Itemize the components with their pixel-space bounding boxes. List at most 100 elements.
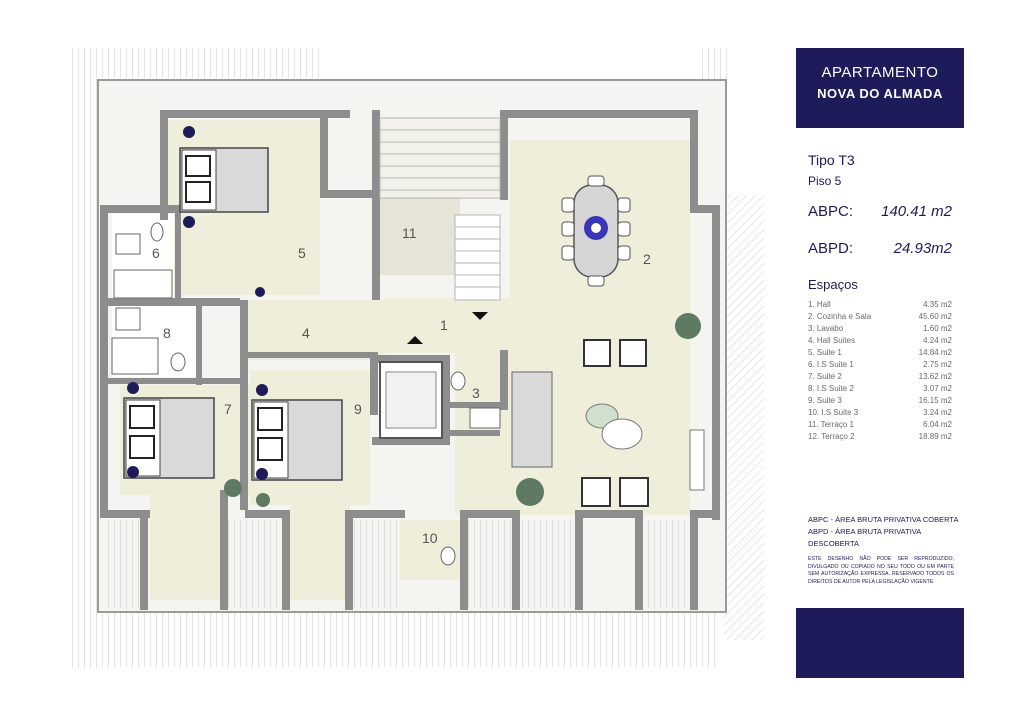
info-panel: APARTAMENTO NOVA DO ALMADA Tipo T3 Piso … xyxy=(796,48,964,678)
room-number: 6 xyxy=(152,245,160,261)
sink-icon xyxy=(115,307,141,331)
plant-icon xyxy=(516,478,544,506)
tv-unit xyxy=(689,429,705,491)
coffee-table xyxy=(601,418,643,450)
wall xyxy=(575,510,635,518)
lamp-icon xyxy=(256,468,268,480)
bed-suite-2 xyxy=(123,397,215,479)
wall xyxy=(320,190,380,198)
wall xyxy=(248,352,378,358)
pillow-icon xyxy=(257,407,283,431)
floor-suite-3-lower xyxy=(290,500,350,600)
panel-footer xyxy=(796,608,964,678)
wall xyxy=(635,510,643,610)
wall xyxy=(240,300,248,510)
title-line-2: NOVA DO ALMADA xyxy=(817,86,943,101)
room-number: 5 xyxy=(298,245,306,261)
wall xyxy=(372,355,442,363)
floor-plan: 1 2 3 4 5 6 7 8 9 10 11 xyxy=(72,48,764,668)
room-area: 6.04 m2 xyxy=(923,420,952,429)
chair-icon xyxy=(587,175,605,187)
sink-icon xyxy=(469,407,501,429)
room-area: 3.07 m2 xyxy=(923,384,952,393)
walls xyxy=(100,110,720,610)
lamp-icon xyxy=(256,384,268,396)
lamp-icon xyxy=(127,382,139,394)
wall xyxy=(100,205,175,213)
tipo-label: Tipo T3 xyxy=(808,152,855,168)
floor-hall-suites xyxy=(240,300,385,360)
wall xyxy=(370,355,378,415)
wall xyxy=(160,110,168,220)
room-area: 4.35 m2 xyxy=(923,300,952,309)
bed-suite-3 xyxy=(251,399,343,481)
area-legend: ABPC - ÁREA BRUTA PRIVATIVA COBERTA ABPD… xyxy=(808,514,964,550)
abpd-label: ABPD: xyxy=(808,240,854,257)
pillow-icon xyxy=(129,435,155,459)
shower-icon xyxy=(111,337,159,375)
room-name: 6. I.S Suite 1 xyxy=(808,360,854,369)
wall xyxy=(512,510,520,610)
plant-icon xyxy=(256,493,270,507)
wall xyxy=(442,355,450,445)
wall xyxy=(160,110,350,118)
bed-suite-1 xyxy=(179,147,269,213)
lamp-icon xyxy=(183,126,195,138)
chair-icon xyxy=(561,197,575,213)
room-area: 4.24 m2 xyxy=(923,336,952,345)
wall xyxy=(196,305,202,385)
armchair-icon xyxy=(581,477,611,507)
chair-icon xyxy=(617,221,631,237)
floor-suite-2-lower xyxy=(150,490,220,600)
sofa xyxy=(511,371,553,468)
room-row: 7. Suite 2 13.62 m2 xyxy=(808,372,952,384)
room-row: 6. I.S Suite 1 2.75 m2 xyxy=(808,360,952,372)
legend-abpd: ABPD - ÁREA BRUTA PRIVATIVA DESCOBERTA xyxy=(808,527,921,548)
room-number: 3 xyxy=(472,385,480,401)
room-name: 7. Suite 2 xyxy=(808,372,842,381)
abpd-value: 24.93m2 xyxy=(893,240,952,257)
wall xyxy=(460,510,520,518)
room-number: 8 xyxy=(163,325,171,341)
room-number: 2 xyxy=(643,251,651,267)
wall xyxy=(175,205,181,300)
right-hatch-zone xyxy=(724,195,764,640)
plant-icon xyxy=(224,479,242,497)
lamp-icon xyxy=(127,466,139,478)
room-area: 2.75 m2 xyxy=(923,360,952,369)
dining-table xyxy=(561,175,631,287)
room-area: 18.89 m2 xyxy=(918,432,952,441)
chair-icon xyxy=(587,275,605,287)
room-name: 12. Terraço 2 xyxy=(808,432,855,441)
bathtub-icon xyxy=(113,269,173,299)
plant-icon xyxy=(675,313,701,339)
room-area: 13.62 m2 xyxy=(918,372,952,381)
room-number: 7 xyxy=(224,401,232,417)
room-number: 10 xyxy=(422,530,438,546)
wall xyxy=(372,437,442,445)
toilet-icon xyxy=(150,222,164,242)
room-name: 9. Suite 3 xyxy=(808,396,842,405)
pillow-icon xyxy=(129,405,155,429)
wall xyxy=(320,110,328,190)
wall xyxy=(500,350,508,410)
wall xyxy=(690,510,720,518)
panel-header: APARTAMENTO NOVA DO ALMADA xyxy=(796,48,964,128)
wall xyxy=(100,510,150,518)
room-number: 11 xyxy=(402,225,417,241)
wall xyxy=(100,298,240,306)
room-name: 3. Lavabo xyxy=(808,324,844,333)
wall xyxy=(345,510,353,610)
wall xyxy=(100,205,108,515)
abpc-label: ABPC: xyxy=(808,203,854,220)
pillow-icon xyxy=(185,181,211,203)
wall xyxy=(372,110,380,300)
room-name: 5. Suite 1 xyxy=(808,348,842,357)
abpc-value: 140.41 m2 xyxy=(881,203,952,220)
room-number: 9 xyxy=(354,401,362,417)
bottom-hatch-zone xyxy=(100,612,720,667)
